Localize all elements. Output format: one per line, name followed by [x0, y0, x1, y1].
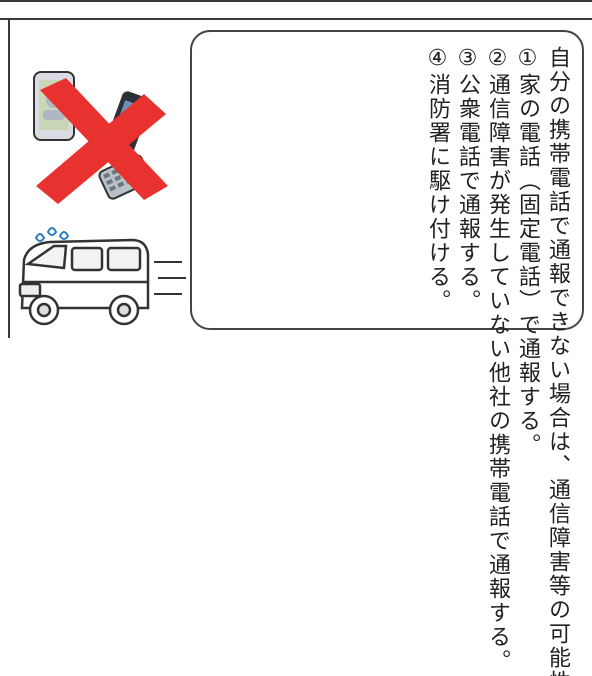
header-divider — [0, 18, 592, 20]
top-border-rule — [0, 0, 592, 2]
left-border-rule — [8, 19, 10, 338]
hurry-sweat-icon — [34, 227, 70, 242]
van-icon — [18, 238, 150, 326]
van-illustration — [18, 227, 186, 326]
no-mobile-phones-illustration — [33, 71, 168, 204]
speed-lines-icon — [154, 261, 186, 295]
red-cross-mark — [36, 78, 168, 204]
instruction-text: 自分の携帯電話で通報できない場合は、通信障害等の可能性が高いため次の方法で通報し… — [425, 46, 570, 676]
instruction-speech-bubble: 自分の携帯電話で通報できない場合は、通信障害等の可能性が高いため次の方法で通報し… — [190, 30, 584, 676]
